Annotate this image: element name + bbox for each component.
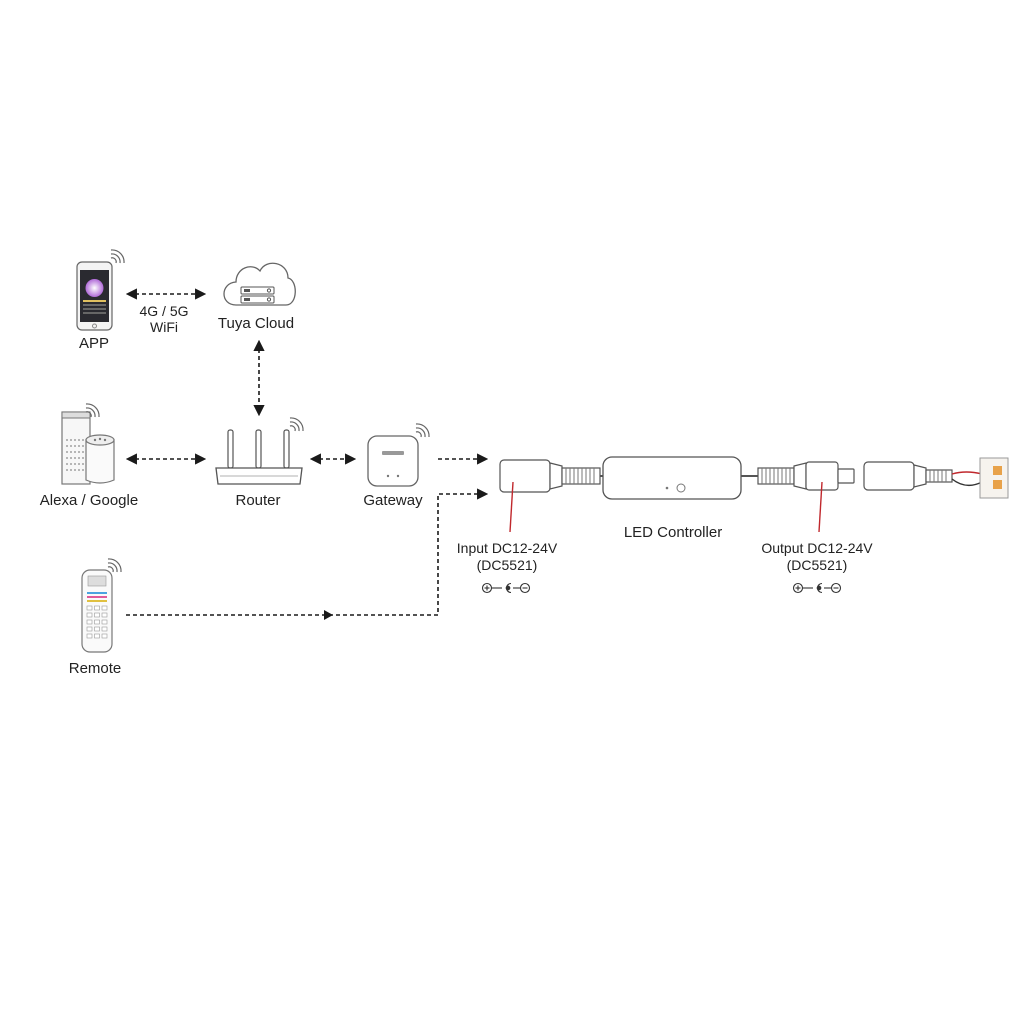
input-port-type: (DC5521) (476, 557, 538, 573)
polarity-symbol-icon (481, 582, 531, 594)
wifi-signal-icon (415, 423, 430, 438)
led-strip-icon (863, 457, 1009, 499)
led-controller-icon (602, 456, 742, 500)
output-port-type: (DC5521) (786, 557, 848, 573)
output-connector-icon (757, 461, 855, 491)
link-remote-controller (126, 488, 489, 616)
cloud-label: Tuya Cloud (217, 315, 295, 332)
link-label-network: 4G / 5G (139, 303, 189, 319)
router-icon (215, 429, 303, 485)
input-connector-icon (499, 459, 601, 493)
smart-speaker-icon (61, 411, 115, 485)
wifi-signal-icon (289, 417, 304, 432)
wifi-signal-icon (107, 558, 122, 573)
alexa-label: Alexa / Google (39, 492, 139, 509)
input-pointer-line (509, 481, 514, 533)
link-label-wifi: WiFi (150, 319, 178, 335)
cloud-server-icon (223, 262, 296, 306)
wifi-signal-icon (85, 403, 100, 418)
wifi-signal-icon (110, 249, 125, 264)
controller-label: LED Controller (623, 524, 723, 541)
polarity-symbol-icon (792, 582, 842, 594)
router-label: Router (235, 492, 281, 509)
output-pointer-line (818, 481, 823, 533)
remote-label: Remote (68, 660, 122, 677)
gateway-icon (367, 435, 419, 487)
input-port-label: Input DC12-24V (456, 540, 558, 556)
app-label: APP (78, 335, 109, 352)
smartphone-icon (76, 261, 113, 331)
connections (125, 288, 489, 616)
remote-control-icon (81, 569, 113, 653)
gateway-label: Gateway (363, 492, 423, 509)
remote-line-arrowhead (324, 610, 333, 620)
output-port-label: Output DC12-24V (761, 540, 873, 556)
